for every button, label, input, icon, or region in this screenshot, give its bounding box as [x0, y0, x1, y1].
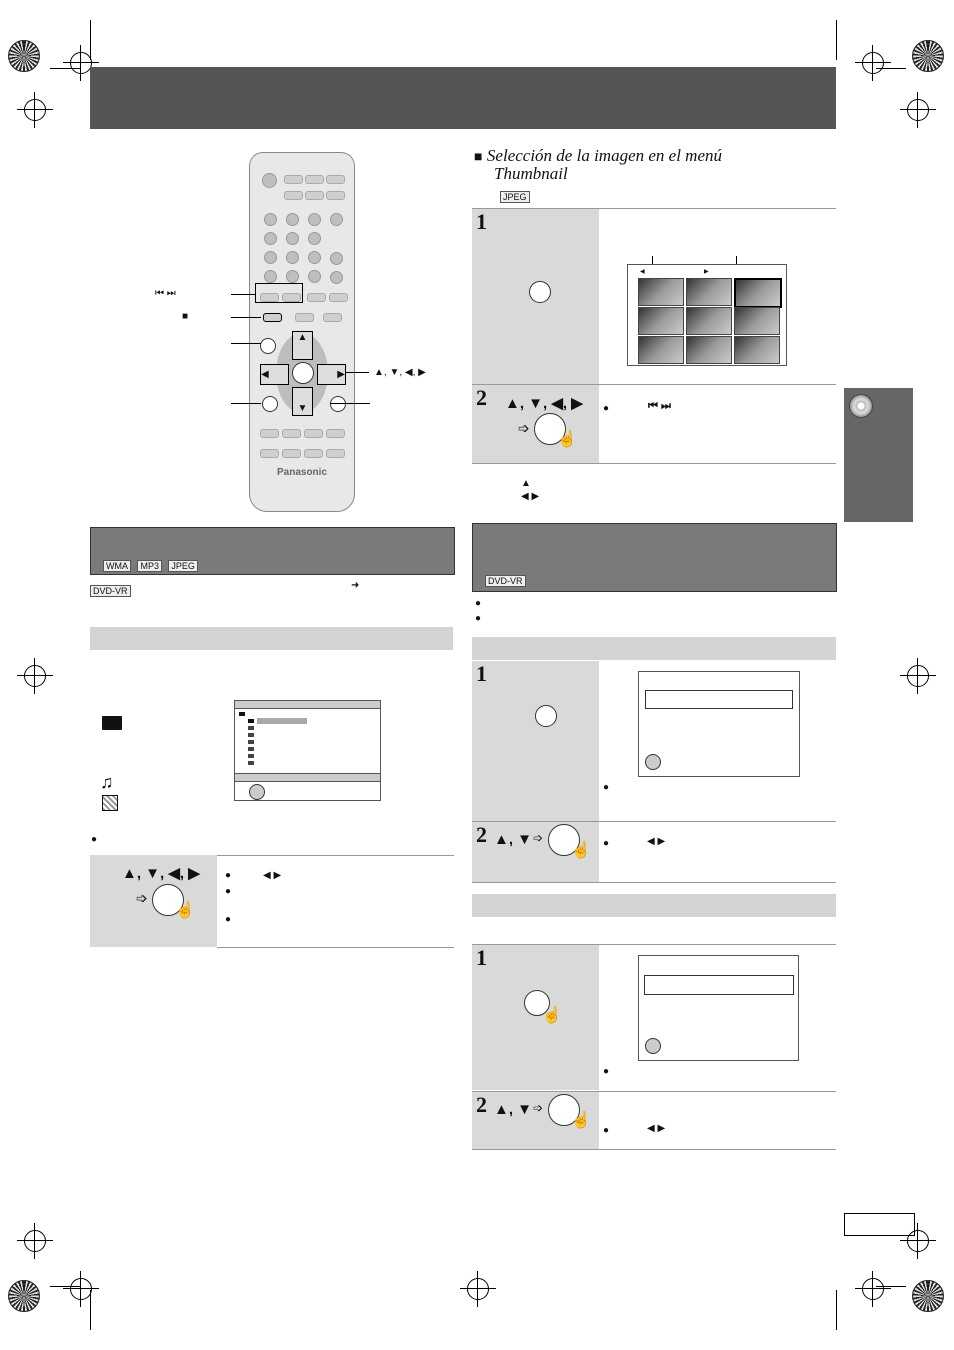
press-arrow-icon: ➩ — [533, 831, 544, 845]
step-arrows: ▲, ▼, ◀, ▶ — [122, 865, 200, 882]
thumbnail-image-selected — [734, 278, 782, 308]
dpad-icon — [249, 784, 265, 800]
thumbnail-image — [686, 278, 732, 306]
dvdvr-note: DVD-VR — [90, 581, 133, 599]
up-arrow-note: ▲ — [521, 478, 531, 489]
power-button-icon — [262, 173, 277, 188]
dvdvr-b-step1-box: 1 ☝ — [472, 945, 599, 1090]
dvdvr-a-menu-screen — [638, 671, 800, 777]
menu-button-icon — [529, 281, 551, 303]
bullet-arrows: ◀ ▶ — [647, 836, 666, 847]
hand-press-icon: ☝ — [175, 902, 195, 919]
enter-button-icon — [548, 824, 580, 856]
crosshair-icon — [17, 658, 53, 694]
registration-sunburst-icon — [912, 40, 944, 72]
dpad-icon — [645, 1038, 661, 1054]
press-arrow-icon: ➩ — [136, 890, 148, 906]
folder-menu-screen — [234, 700, 381, 801]
crosshair-icon — [855, 1271, 891, 1307]
thumbnail-section-title-line2: Thumbnail — [494, 164, 568, 183]
crosshair-icon — [17, 1223, 53, 1259]
thumbnail-image — [638, 307, 684, 335]
left-subsection-band — [90, 627, 453, 650]
remote-brand-logo: Panasonic — [276, 467, 328, 478]
dvdvr-subsection-a — [472, 637, 836, 660]
remote-control-illustration: ▲ ▼ ◀ ▶ Panasonic — [249, 152, 355, 512]
thumbnail-step1-box: 1 — [472, 209, 599, 384]
registration-sunburst-icon — [912, 1280, 944, 1312]
dvdvr-b-menu-screen — [638, 955, 799, 1061]
stop-button — [263, 313, 282, 322]
return-icon — [330, 396, 346, 412]
menu-entry-field — [645, 690, 793, 709]
picture-icon — [102, 795, 118, 811]
hand-press-icon: ☝ — [557, 431, 577, 448]
hand-press-icon: ☝ — [571, 842, 591, 859]
thumbnail-step2-box: 2 ▲, ▼, ◀, ▶ ➩ ☝ — [472, 385, 599, 463]
hand-press-icon: ☝ — [542, 1007, 562, 1024]
disc-icon — [849, 394, 873, 418]
cursor-label: ▲, ▼, ◀, ▶ — [374, 367, 426, 378]
up-arrow-icon: ▲ — [292, 331, 313, 360]
thumbnail-image — [638, 336, 684, 364]
format-tags: WMA MP3 JPEG — [103, 556, 200, 574]
bullet-arrows: ◀ ▶ — [263, 870, 282, 881]
left-section-header: WMA MP3 JPEG — [90, 527, 455, 575]
crosshair-icon — [460, 1271, 496, 1307]
thumbnail-image — [734, 336, 780, 364]
crosshair-icon — [17, 92, 53, 128]
thumbnail-image — [686, 336, 732, 364]
bullet-arrows: ◀ ▶ — [647, 1123, 666, 1134]
folder-icon — [102, 716, 122, 730]
music-note-icon: ♫ — [100, 772, 114, 792]
thumbnail-image — [734, 307, 780, 335]
enter-button-icon — [152, 884, 184, 916]
right-arrow-icon: ▶ — [317, 364, 346, 385]
dvdvr-a-step2-box: 2 ▲, ▼ ➩ ☝ — [472, 822, 599, 882]
stop-label: ■ — [182, 311, 189, 322]
dvdvr-b-step2-box: 2 ▲, ▼ ➩ ☝ — [472, 1092, 599, 1149]
registration-sunburst-icon — [8, 1280, 40, 1312]
jpeg-tag: JPEG — [500, 187, 532, 205]
dvdvr-a-step1-box: 1 — [472, 661, 599, 821]
menu-entry-field — [644, 975, 794, 995]
press-arrow-icon: ➩ — [518, 420, 530, 436]
skip-icons: ⏮ ⏭ — [648, 400, 671, 412]
page-header-bar — [90, 67, 836, 129]
registration-sunburst-icon — [8, 40, 40, 72]
dvdvr-section-header: DVD-VR — [472, 523, 837, 592]
thumbnail-image — [638, 278, 684, 306]
crosshair-icon — [900, 1223, 936, 1259]
thumbnail-image — [686, 307, 732, 335]
left-step-box: ▲, ▼, ◀, ▶ ➩ ☝ — [90, 855, 217, 947]
left-arrow-icon: ◀ — [260, 364, 289, 385]
hand-press-icon: ☝ — [571, 1112, 591, 1129]
button-icon — [524, 990, 550, 1016]
display-button — [262, 396, 278, 412]
dvdvr-subsection-b — [472, 894, 836, 917]
skip-label: ⏮ ⏭ — [155, 288, 176, 299]
press-arrow-icon: ➩ — [533, 1101, 544, 1115]
crosshair-icon — [900, 92, 936, 128]
menu-button — [260, 338, 276, 354]
crosshair-icon — [63, 1271, 99, 1307]
enter-button-icon — [534, 413, 566, 445]
enter-button-icon — [548, 1094, 580, 1126]
button-icon — [535, 705, 557, 727]
crosshair-icon — [855, 45, 891, 81]
skip-buttons-highlight — [255, 283, 303, 303]
crosshair-icon — [63, 45, 99, 81]
left-right-arrow-note: ◀ ▶ — [521, 491, 540, 502]
thumbnail-menu-screen: ◀ ▶ — [627, 264, 787, 366]
thumbnail-section-title: ■ Selección de la imagen en el menú — [474, 146, 722, 165]
crosshair-icon — [900, 658, 936, 694]
arrow-icon: ➜ — [351, 580, 360, 591]
down-arrow-icon: ▼ — [292, 387, 313, 416]
page-number-box — [844, 1213, 915, 1236]
dpad-icon — [645, 754, 661, 770]
ok-button — [292, 362, 314, 384]
